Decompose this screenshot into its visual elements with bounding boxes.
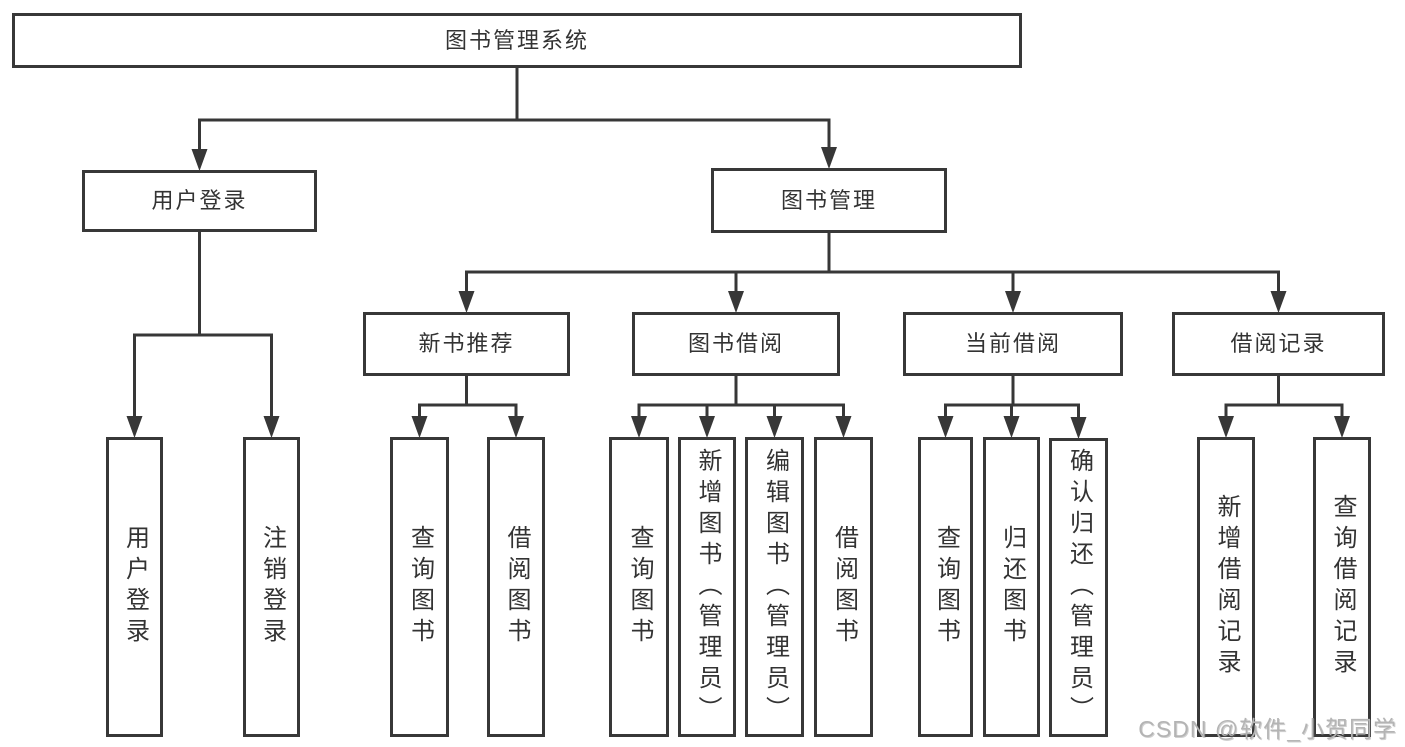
arrowhead-icon [458, 291, 475, 313]
arrowhead-icon [126, 416, 143, 438]
arrowhead-icon [699, 416, 715, 438]
arrowhead-icon [728, 291, 744, 313]
arrowhead-icon [631, 416, 647, 438]
node-leaf-bb-add: 新增图书（管理员） [678, 437, 736, 737]
node-leaf-nr-query: 查询图书 [390, 437, 449, 737]
node-leaf-cb-confirm: 确认归还（管理员） [1049, 438, 1108, 737]
node-leaf-cb-query: 查询图书 [918, 437, 973, 737]
node-leaf-user-login: 用户登录 [106, 437, 163, 737]
arrowhead-icon [937, 416, 954, 438]
node-new-book-rec: 新书推荐 [363, 312, 570, 376]
arrowhead-icon [1270, 291, 1287, 313]
node-leaf-nr-borrow: 借阅图书 [487, 437, 545, 737]
arrowhead-icon [835, 416, 852, 438]
node-root: 图书管理系统 [12, 13, 1022, 68]
arrowhead-icon [766, 416, 783, 438]
arrowhead-icon [1218, 416, 1234, 438]
node-leaf-br-add: 新增借阅记录 [1197, 437, 1255, 737]
node-leaf-br-query: 查询借阅记录 [1313, 437, 1371, 737]
node-leaf-bb-edit: 编辑图书（管理员） [745, 437, 804, 737]
arrowhead-icon [821, 147, 837, 169]
node-current-borrow: 当前借阅 [903, 312, 1123, 376]
node-leaf-cb-return: 归还图书 [983, 437, 1040, 737]
arrowhead-icon [263, 416, 280, 438]
arrowhead-icon [1005, 291, 1021, 313]
node-borrow-records: 借阅记录 [1172, 312, 1385, 376]
node-book-mgmt: 图书管理 [711, 168, 947, 233]
arrowhead-icon [411, 416, 428, 438]
arrowhead-icon [1334, 416, 1350, 438]
watermark-text: CSDN @软件_小贺同学 [1138, 716, 1397, 742]
node-book-borrow: 图书借阅 [632, 312, 840, 376]
node-leaf-bb-query: 查询图书 [609, 437, 669, 737]
node-leaf-logout: 注销登录 [243, 437, 300, 737]
arrowhead-icon [1070, 417, 1087, 439]
arrowhead-icon [191, 149, 208, 171]
node-leaf-bb-borrow: 借阅图书 [814, 437, 873, 737]
node-user-login: 用户登录 [82, 170, 317, 232]
arrowhead-icon [1003, 416, 1020, 438]
arrowhead-icon [508, 416, 524, 438]
